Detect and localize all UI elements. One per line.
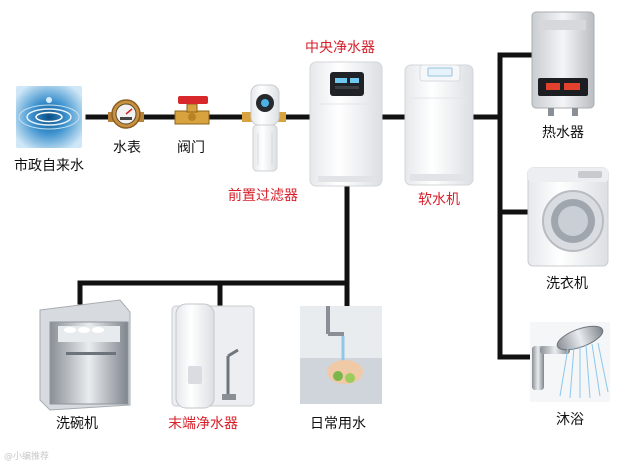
water-ripple-icon [16,86,82,148]
label-dishwasher: 洗碗机 [56,416,98,432]
label-central: 中央净水器 [305,40,375,56]
water-meter-icon [108,99,144,129]
dishwasher-icon [39,299,131,411]
label-shower: 沐浴 [556,412,584,428]
label-softener: 软水机 [418,192,460,208]
washing-machine-icon [527,167,609,267]
watermark: @小编推荐 [4,452,50,462]
tap-water-node [16,86,82,148]
central-purifier-icon [309,61,383,187]
water-heater-icon [531,11,595,116]
label-washer: 洗衣机 [546,276,588,292]
terminal-purifier-icon [171,303,255,409]
diagram-labels: 市政自来水 水表 阀门 前置过滤器 中央净水器 软水机 热水器 洗衣机 沐浴 洗… [14,40,588,432]
label-meter: 水表 [113,140,141,156]
prefilter-icon [242,84,286,172]
valve-icon [174,96,210,125]
label-terminal: 末端净水器 [168,416,238,432]
label-daily: 日常用水 [310,416,366,432]
label-valve: 阀门 [177,140,205,156]
label-tap-water: 市政自来水 [14,157,84,174]
label-prefilter: 前置过滤器 [228,187,298,204]
daily-water-icon [300,306,382,404]
softener-icon [404,64,474,186]
branch-heater-pipe [497,52,535,120]
label-heater: 热水器 [542,125,584,141]
shower-icon [530,322,610,402]
